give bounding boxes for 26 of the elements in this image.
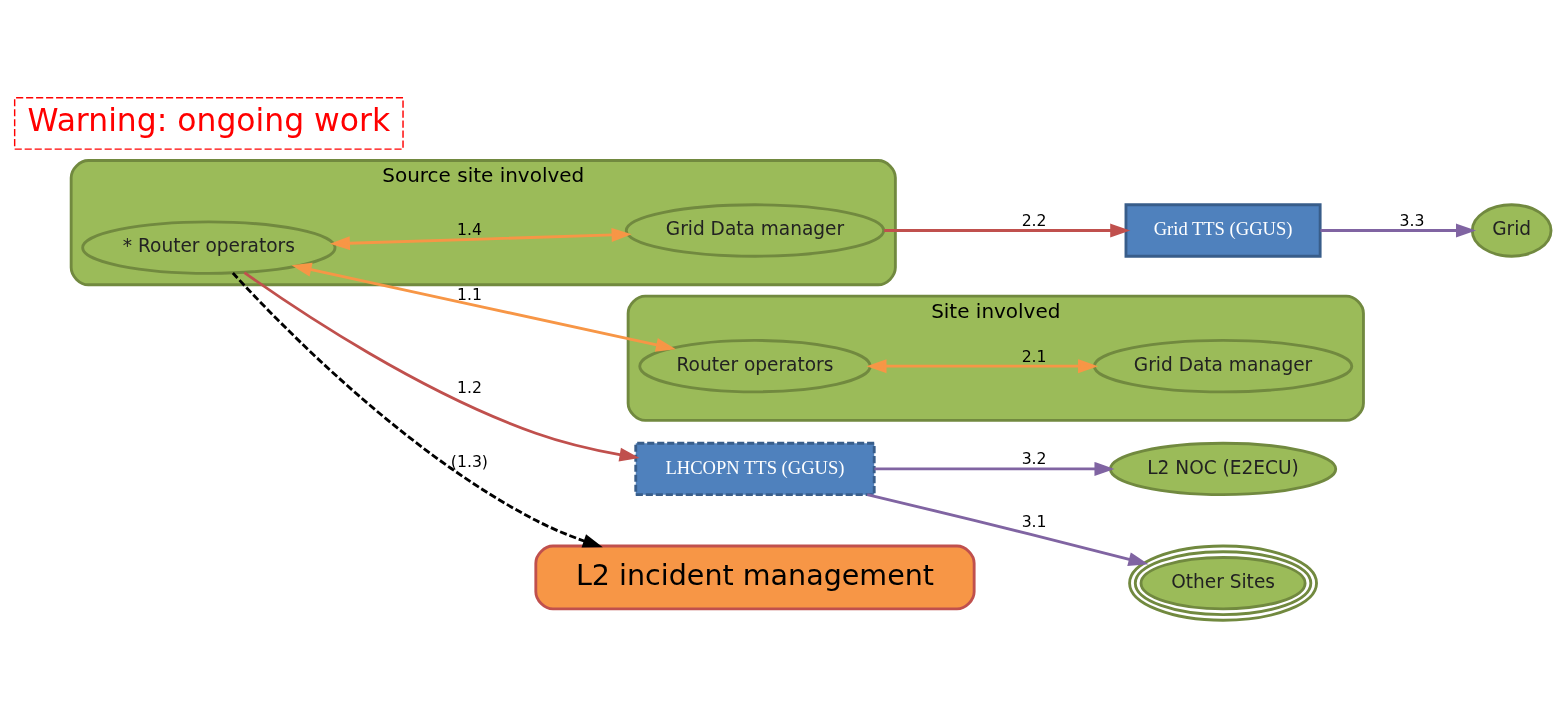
edge-label: 2.2 [1021,210,1047,230]
edge-label: 1.1 [456,285,482,305]
arrow [866,493,1149,567]
edge-label: 1.4 [456,219,482,239]
arrow [874,461,1115,476]
node-ellipse: L2 NOC (E2ECU) [1108,441,1338,497]
arrow [329,227,632,251]
arrow [884,223,1131,238]
node-box: LHCOPN TTS (GGUS) [634,441,876,497]
arrow [291,262,676,352]
node-ellipse: Grid Data manager [1092,339,1354,394]
edge-label: (1.3) [450,452,489,472]
edge-label: 3.1 [1021,512,1047,532]
arrow [243,271,640,462]
edge-label: 3.3 [1399,210,1425,230]
node-box: Grid TTS (GGUS) [1124,203,1322,258]
arrow [231,272,603,548]
edge-label: 2.1 [1021,346,1047,366]
arrow [1320,223,1477,238]
arrow [866,359,1099,374]
node-box: L2 incident management [534,544,976,611]
node-ellipse: Grid Data manager [624,203,886,258]
edge-label: 1.2 [456,377,482,397]
node-ellipse: Grid [1470,203,1553,258]
edge-label: 3.2 [1021,449,1047,469]
label: Warning: ongoing work [27,102,391,139]
